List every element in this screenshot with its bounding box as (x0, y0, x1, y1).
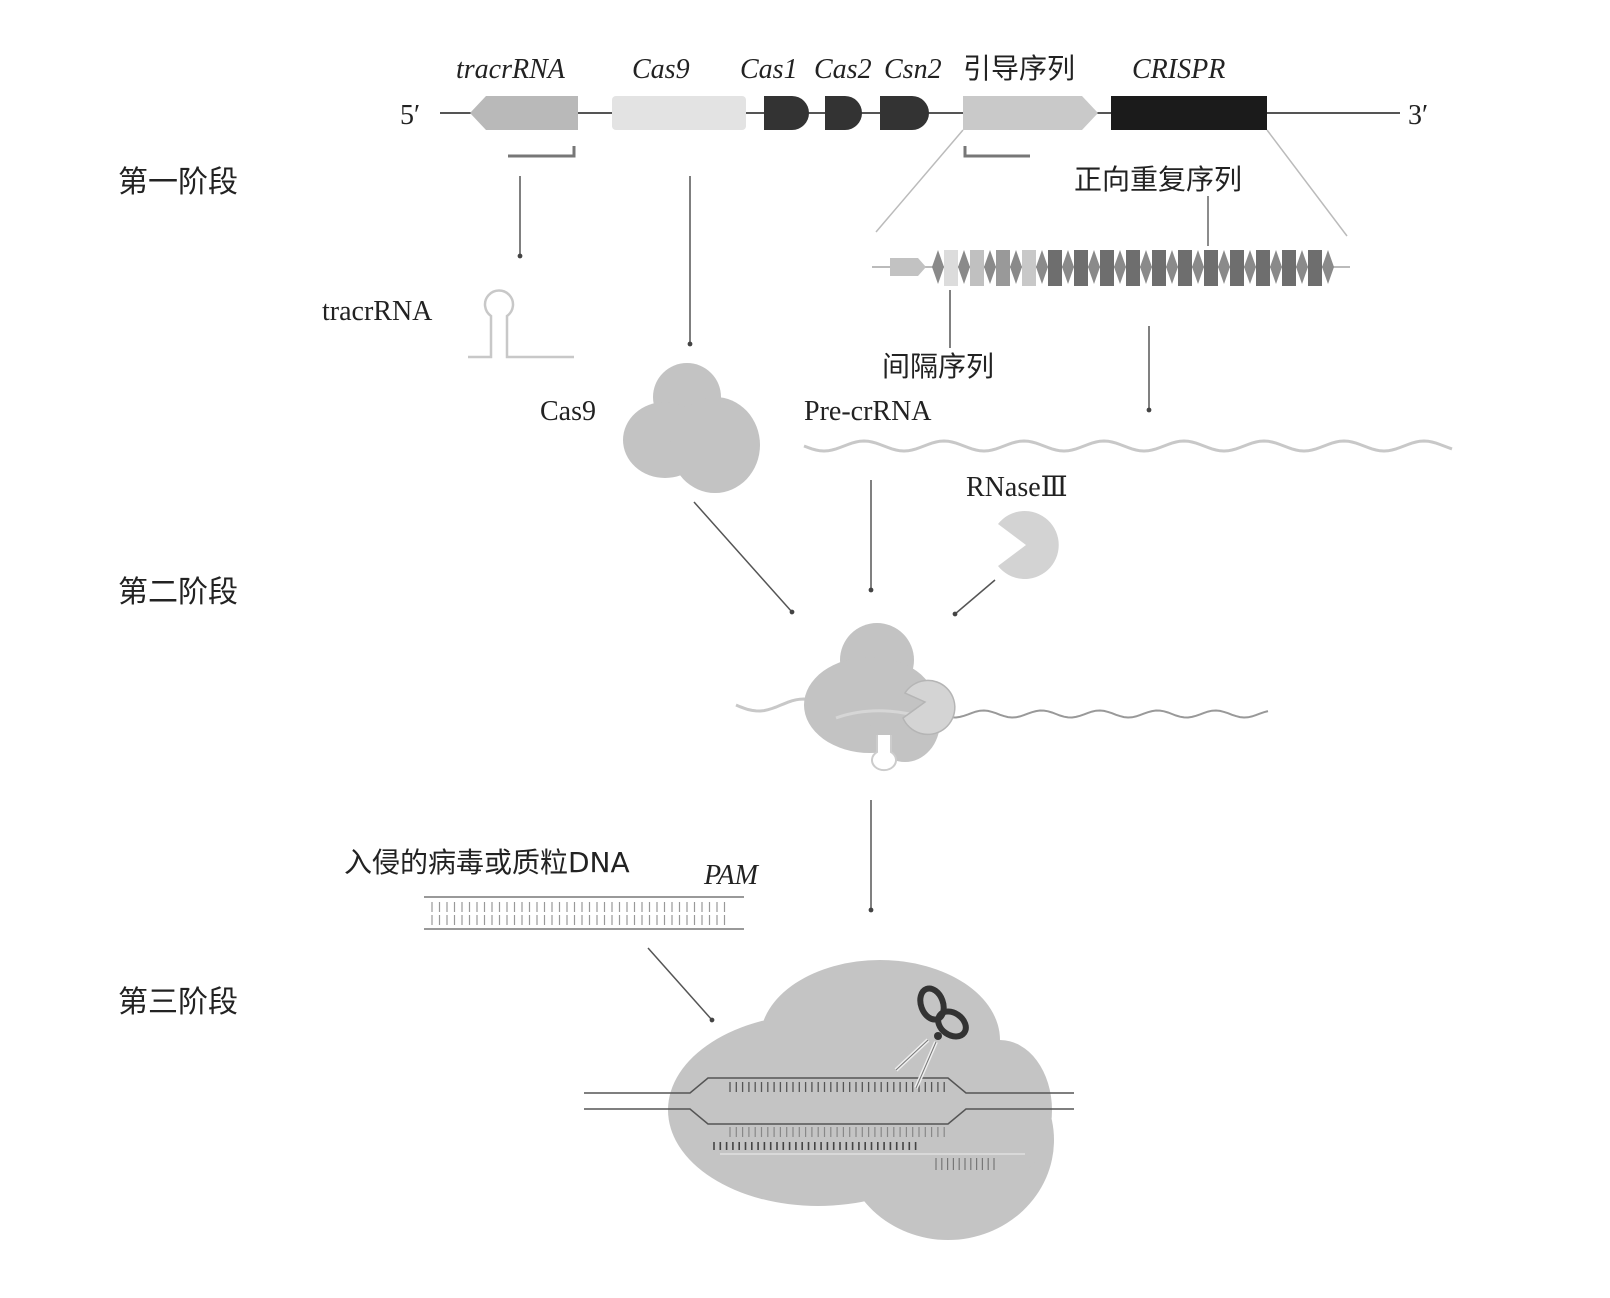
gene-csn2 (880, 96, 929, 130)
direct-repeat (1166, 250, 1178, 284)
processing-complex (735, 623, 1269, 772)
spacer (1126, 250, 1140, 286)
pam-label: PAM (703, 860, 760, 891)
zoom-line-left (875, 129, 964, 233)
spacer (1282, 250, 1296, 286)
direct-repeat (1062, 250, 1074, 284)
direct-repeat (1322, 250, 1334, 284)
spacer (1256, 250, 1270, 286)
gene-tracrRNA (470, 96, 578, 130)
spacer (1204, 250, 1218, 286)
gene-cas2 (825, 96, 862, 130)
base-pairs (713, 1082, 995, 1170)
targeting-complex (584, 960, 1074, 1240)
complex-cas9 (804, 623, 940, 762)
spacer (970, 250, 984, 286)
stage3-cas9 (668, 960, 1054, 1240)
invading-dna-label: 入侵的病毒或质粒DNA (344, 846, 630, 879)
stage-2-label: 第二阶段 (118, 575, 238, 610)
spacer (1022, 250, 1036, 286)
gene-cas9 (612, 96, 746, 130)
direct-repeat-label: 正向重复序列 (1074, 163, 1242, 196)
three-prime-label: 3′ (1408, 100, 1428, 131)
direct-repeat (1244, 250, 1256, 284)
gene-label-cas1: Cas1 (740, 54, 798, 85)
spacer (1230, 250, 1244, 286)
spacer (1048, 250, 1062, 286)
spacer (1100, 250, 1114, 286)
invading-dna (424, 896, 744, 930)
gene-label-tracrRNA: tracrRNA (456, 54, 566, 85)
direct-repeat (1192, 250, 1204, 284)
pre-crrna-strand (803, 439, 1453, 453)
cas9-label: Cas9 (540, 396, 596, 427)
direct-repeat (1114, 250, 1126, 284)
spacer (1178, 250, 1192, 286)
target-dna-bottom-strand (584, 1108, 1074, 1125)
arrow-rnase-to-complex (952, 579, 996, 617)
direct-repeat (1270, 250, 1282, 284)
cas9-protein (623, 363, 760, 493)
direct-repeat (1218, 250, 1230, 284)
crispr-array (872, 250, 1350, 286)
rnase-iii-protein (998, 510, 1059, 579)
crispr-locus: 5′ 3′ tracrRNA Cas9 Cas1 Cas2 Csn2 引导序列 … (400, 52, 1428, 237)
zoom-line-right (1266, 129, 1348, 237)
direct-repeat (932, 250, 944, 284)
rnase-label: RNaseⅢ (966, 472, 1068, 503)
direct-repeat (1140, 250, 1152, 284)
gene-label-cas2: Cas2 (814, 54, 872, 85)
complex-rnase (902, 679, 956, 736)
gene-label-crispr: CRISPR (1132, 54, 1225, 85)
gene-label-cas9: Cas9 (632, 54, 690, 85)
direct-repeat (1036, 250, 1048, 284)
tracrRNA-bracket (508, 146, 576, 158)
tracrRNA-label: tracrRNA (322, 296, 433, 327)
direct-repeat (958, 250, 970, 284)
spacer-label: 间隔序列 (882, 350, 994, 383)
gene-label-csn2: Csn2 (884, 54, 942, 85)
scissors-icon (894, 985, 969, 1089)
spacer (944, 250, 958, 286)
tracrRNA-hairpin (468, 289, 574, 359)
complex-rna-right (939, 709, 1269, 719)
direct-repeat (1296, 250, 1308, 284)
pre-crrna-label: Pre-crRNA (804, 396, 932, 427)
stage-3-label: 第三阶段 (118, 985, 238, 1020)
complex-tracr-hairpin (871, 735, 897, 772)
arrow-dna-to-complex (647, 947, 715, 1023)
gene-leader (963, 96, 1098, 130)
spacer (996, 250, 1010, 286)
leader-bracket (963, 146, 1030, 158)
gene-cas1 (764, 96, 809, 130)
spacer (1152, 250, 1166, 286)
direct-repeat (984, 250, 996, 284)
direct-repeat (1010, 250, 1022, 284)
spacer (1308, 250, 1322, 286)
five-prime-label: 5′ (400, 100, 420, 131)
arrow-cas9-to-complex (693, 501, 795, 615)
array-leader (890, 258, 926, 276)
spacer (1074, 250, 1088, 286)
stage-1-label: 第一阶段 (118, 165, 238, 200)
target-dna-top-strand (584, 1077, 1074, 1094)
gene-crispr (1111, 96, 1267, 130)
gene-label-leader: 引导序列 (963, 52, 1075, 85)
direct-repeat (1088, 250, 1100, 284)
